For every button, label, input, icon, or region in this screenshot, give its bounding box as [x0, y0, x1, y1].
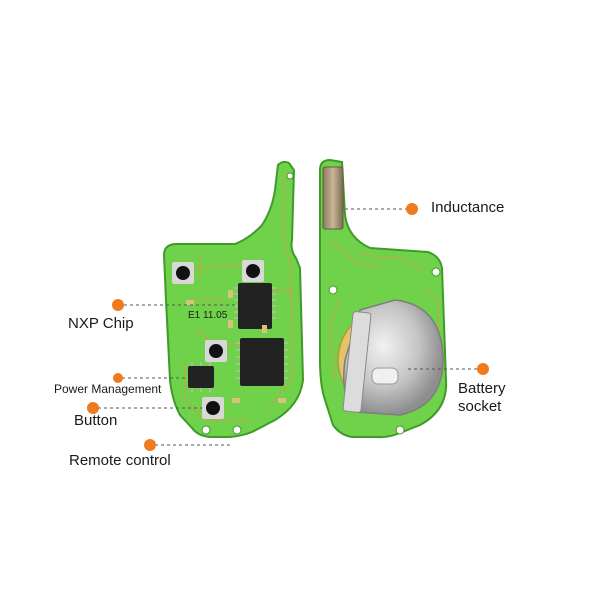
- tact-switch-1: [172, 262, 194, 284]
- button-label: Button: [74, 412, 118, 429]
- pcb-date-code: E1 11.05: [188, 310, 228, 321]
- tact-switch-3: [205, 340, 227, 362]
- remote-control-label: Remote control: [69, 452, 171, 469]
- right-pcb-board: [319, 158, 448, 439]
- callout-dot-power-management: [113, 373, 123, 383]
- battery-socket: [337, 299, 444, 416]
- callout-dots: [87, 203, 489, 451]
- tact-switch-2: [242, 260, 264, 282]
- mounting-hole: [395, 425, 405, 435]
- battery-tab: [371, 367, 399, 385]
- mounting-hole: [286, 172, 294, 180]
- main-ic: [236, 338, 288, 386]
- battery-socket-label-line2: socket: [458, 398, 502, 415]
- left-pcb-board: E1 11.05: [162, 160, 305, 438]
- smd-components: [186, 290, 286, 403]
- callout-dot-nxp-chip: [112, 299, 124, 311]
- callout-dot-button: [87, 402, 99, 414]
- nxp-chip: [234, 283, 276, 329]
- battery-socket-label-line1: Battery: [458, 380, 506, 397]
- battery-socket-label: Battery socket: [458, 380, 506, 416]
- mounting-hole: [232, 425, 242, 435]
- power-management-label: Power Management: [54, 382, 162, 396]
- power-management-chip: [188, 362, 214, 392]
- tact-switch-4: [202, 397, 224, 419]
- mounting-hole: [431, 267, 441, 277]
- callout-leaders: [98, 208, 478, 446]
- mounting-hole: [201, 425, 211, 435]
- battery-clip-arm: [342, 311, 372, 413]
- nxp-chip-label: NXP Chip: [68, 315, 134, 332]
- callout-dot-battery-socket: [477, 363, 489, 375]
- callout-dot-inductance: [406, 203, 418, 215]
- inductance-label: Inductance: [431, 199, 505, 216]
- callout-dot-remote-control: [144, 439, 156, 451]
- mounting-hole: [328, 285, 338, 295]
- inductance-coil: [322, 166, 344, 230]
- left-pcb-buttons: [172, 260, 264, 419]
